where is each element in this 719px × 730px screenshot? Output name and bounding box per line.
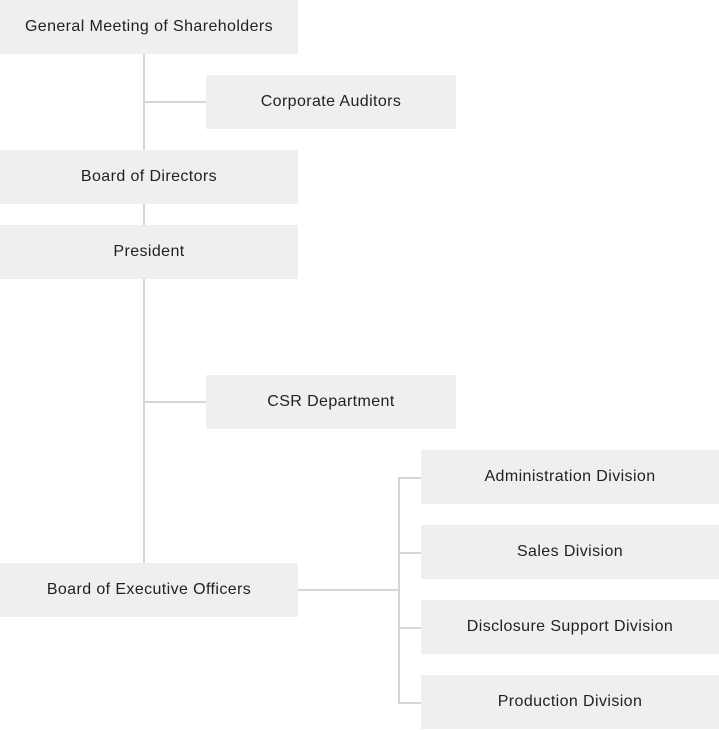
node-disclosure-support-division: Disclosure Support Division (421, 600, 719, 654)
connector-division-production (398, 702, 421, 704)
connector-csr (143, 401, 206, 403)
connector-directors-president (143, 204, 145, 225)
node-shareholders: General Meeting of Shareholders (0, 0, 298, 54)
node-csr-department: CSR Department (206, 375, 456, 429)
node-board-of-executive-officers: Board of Executive Officers (0, 563, 298, 617)
connector-division-disclosure (398, 627, 421, 629)
connector-division-admin (398, 477, 421, 479)
node-president: President (0, 225, 298, 279)
connector-divisions-spine (398, 477, 400, 704)
node-administration-division: Administration Division (421, 450, 719, 504)
connector-president-exec (143, 279, 145, 563)
connector-exec-divisions (298, 589, 399, 591)
node-sales-division: Sales Division (421, 525, 719, 579)
node-production-division: Production Division (421, 675, 719, 729)
node-corporate-auditors: Corporate Auditors (206, 75, 456, 129)
connector-division-sales (398, 552, 421, 554)
connector-auditors (143, 101, 206, 103)
node-board-of-directors: Board of Directors (0, 150, 298, 204)
